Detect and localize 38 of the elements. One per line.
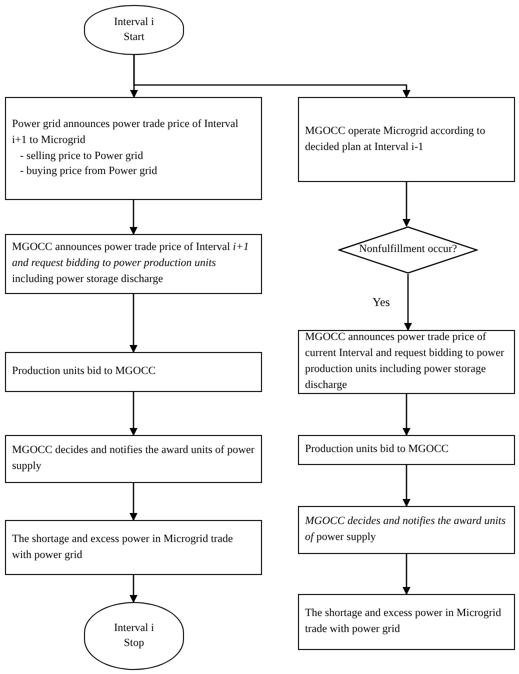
arrow [130,575,138,603]
arrow [130,392,138,436]
arrow [402,554,410,595]
arrow [130,294,138,353]
process-text: Production units bid to MGOCC [305,442,450,458]
decision-text: Nonfulfillment occur? [358,243,458,257]
process-box [5,97,262,200]
arrow [402,182,410,227]
arrow [130,200,138,235]
process-text: Production units bid to MGOCC [12,364,157,380]
process-box [5,520,262,575]
arrow [130,483,138,521]
process-text: MGOCC decides and notifies the award units of power supply [12,443,255,474]
process-text: MGOCC announces power trade price of Interval i+1 and request bidding to power production units including power storage discharge [12,240,250,287]
process-box [298,594,515,650]
process-text: Power grid announces power trade price of Interval i+1 to Microgrid [12,116,240,148]
process-box [298,97,515,182]
edge-label: Yes [370,296,392,308]
process-text: The shortage and excess power in Microgrid trade with power grid [305,606,502,637]
terminal-text: Start [124,30,144,45]
process-text: The shortage and excess power in Microgrid trade with power grid [12,532,234,562]
process-text: MGOCC announces power trade price of current Interval and request bidding to power production units including power storage discharge [305,330,506,393]
arrow [404,274,412,331]
process-box [5,234,262,294]
terminal-text: Stop [124,636,144,651]
arrow [133,55,410,98]
process-text: - buying price from Power grid [19,164,158,180]
process-box [298,506,515,554]
terminal-text: Interval i [114,620,154,636]
arrow [402,394,410,436]
process-box [5,352,262,392]
process-box [298,435,515,465]
process-text: MGOCC decides and notifies the award units of power supply [305,514,507,545]
process-box [5,435,262,483]
process-text: MGOCC operate Microgrid according to decided plan at Interval i-1 [305,124,486,154]
terminal-text: Interval i [114,14,154,30]
process-text: - selling price to Power grid [19,148,144,164]
arrow [402,465,410,507]
